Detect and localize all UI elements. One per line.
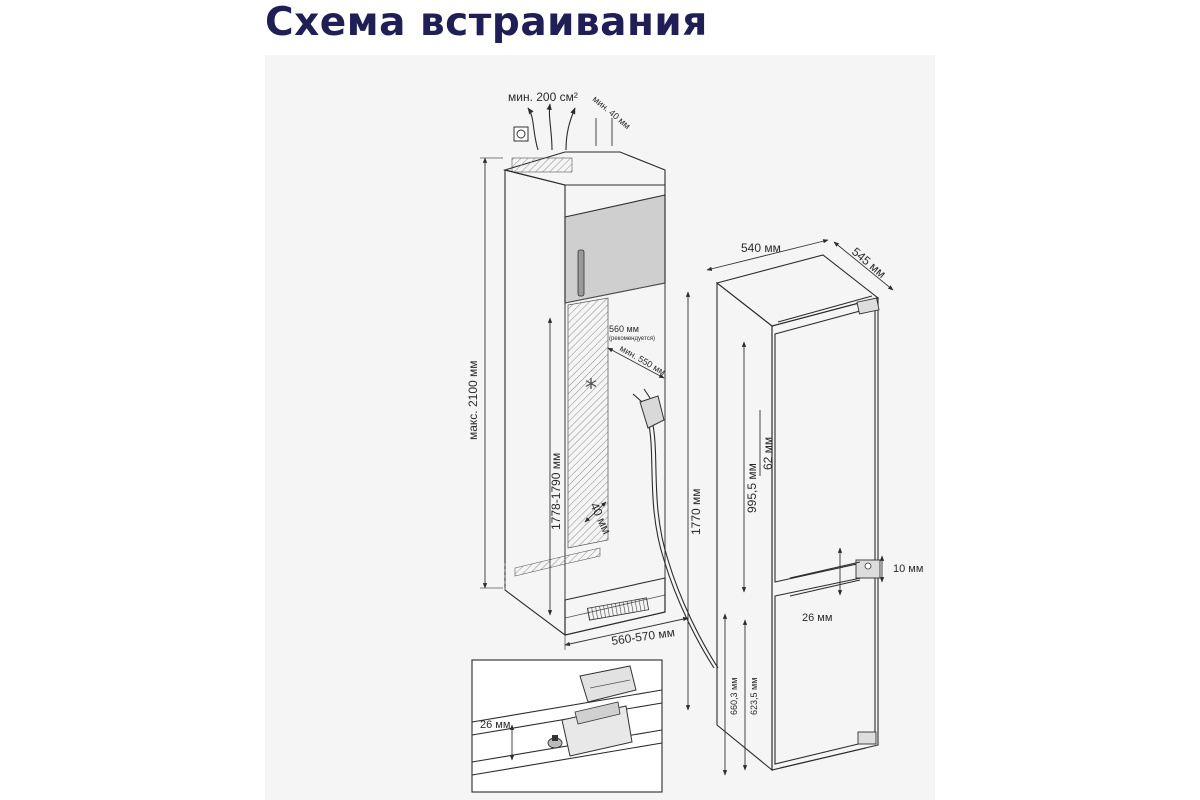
svg-text:макс. 2100 мм: макс. 2100 мм xyxy=(466,360,480,440)
refrigerator xyxy=(715,254,881,772)
niche-width-dimension: 560-570 мм xyxy=(564,610,689,650)
base-vent xyxy=(514,547,601,577)
svg-text:545 мм: 545 мм xyxy=(849,245,889,281)
top-hinge xyxy=(856,297,880,315)
screw-icon xyxy=(547,735,563,749)
asterisk-mark: * xyxy=(585,374,597,402)
niche-height-dimension: 1778-1790 мм xyxy=(547,317,563,616)
niche-depth-recommended-label: 560 мм xyxy=(609,324,639,334)
hinge-detail-inset: 26 мм xyxy=(471,659,663,793)
fridge-height-dimension: 1770 мм xyxy=(685,291,703,711)
top-vent-grille xyxy=(511,157,573,173)
svg-text:26 мм: 26 мм xyxy=(480,719,510,731)
vent-gap-dimension: мин. 40 мм xyxy=(591,94,632,146)
svg-text:1770 мм: 1770 мм xyxy=(689,488,703,535)
niche-side-wall xyxy=(567,297,609,549)
hinge-gap-dimension: 10 мм xyxy=(879,555,923,583)
hinge-offset-dimension: 26 мм xyxy=(802,547,843,624)
wall-socket-icon xyxy=(513,126,529,142)
lower-door-height-b-dimension: 623,5 мм xyxy=(742,619,759,771)
upper-door-offset-dimension: 62 мм xyxy=(759,410,775,476)
upper-door-height-dimension: 995,5 мм xyxy=(741,341,759,593)
power-plug-icon xyxy=(632,388,665,429)
middle-hinge xyxy=(855,559,881,579)
installation-diagram: мин. 200 см² мин. 40 мм макс. 2100 мм 17… xyxy=(466,90,923,793)
svg-text:623,5 мм: 623,5 мм xyxy=(749,678,759,715)
svg-text:62 мм: 62 мм xyxy=(761,437,775,470)
power-cord xyxy=(647,419,719,669)
niche-depth-min-dimension: мин. 550 мм xyxy=(607,343,667,379)
lower-door-height-a-dimension: 660,3 мм xyxy=(722,613,739,776)
vent-airflow-arrows xyxy=(527,103,576,151)
cabinet-height-dimension: макс. 2100 мм xyxy=(466,157,503,589)
door-handle xyxy=(577,249,585,297)
installation-drawing-panel: мин. 200 см² мин. 40 мм макс. 2100 мм 17… xyxy=(265,55,935,800)
page-title: Схема встраивания xyxy=(265,0,708,45)
fridge-width-dimension: 540 мм xyxy=(706,239,829,271)
niche-depth-note-label: (рекомендуется) xyxy=(609,336,655,342)
svg-text:мин. 550 мм: мин. 550 мм xyxy=(618,343,667,377)
svg-text:10 мм: 10 мм xyxy=(893,563,923,575)
svg-text:540 мм: 540 мм xyxy=(741,241,781,255)
vent-area-label: мин. 200 см² xyxy=(508,90,578,104)
cabinet xyxy=(502,151,666,637)
bottom-hinge xyxy=(857,731,877,745)
svg-text:995,5 мм: 995,5 мм xyxy=(745,463,759,513)
plinth-vent-grille xyxy=(586,597,650,621)
fridge-upper-door xyxy=(774,306,876,583)
svg-text:26 мм: 26 мм xyxy=(802,612,832,624)
svg-text:660,3 мм: 660,3 мм xyxy=(729,678,739,715)
svg-text:1778-1790 мм: 1778-1790 мм xyxy=(549,453,563,530)
svg-text:560-570 мм: 560-570 мм xyxy=(610,625,675,648)
fridge-depth-dimension: 545 мм xyxy=(833,241,894,291)
